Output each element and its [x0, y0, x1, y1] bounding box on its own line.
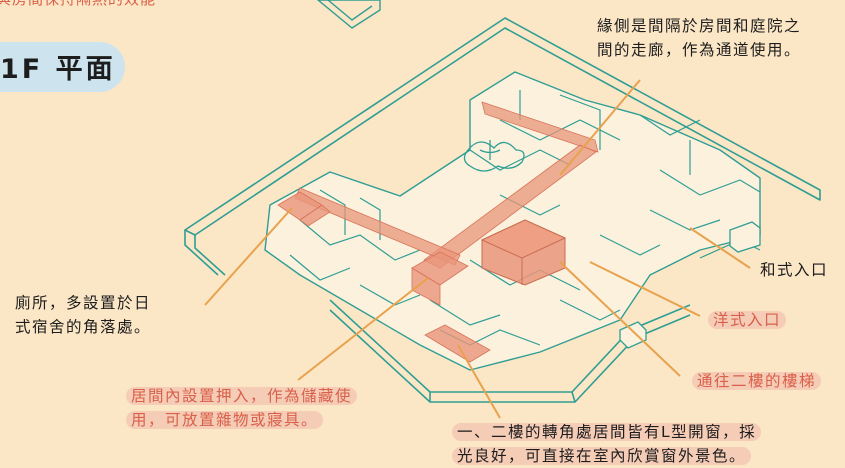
- caption-corner-room-line-2: 光良好，可直接在室內欣賞窗外景色。: [452, 447, 752, 465]
- caption-wa-entrance: 和式入口: [760, 258, 828, 282]
- site-wall: [184, 17, 821, 403]
- caption-toilet-line-2: 式宿舍的角落處。: [15, 318, 152, 336]
- caption-oshiire-line-2: 用，可放置雜物或寢具。: [126, 411, 324, 429]
- caption-stairs-text: 通往二樓的樓梯: [692, 372, 822, 390]
- engawa-corridor: [294, 101, 599, 269]
- garden-shrub: [463, 140, 525, 172]
- caption-yo-entrance-text: 洋式入口: [708, 311, 787, 329]
- caption-oshiire: 居間內設置押入，作為儲藏使 用，可放置雜物或寢具。: [126, 384, 358, 432]
- top-caption-fragment: 與房間保持隔熱的效能: [0, 0, 156, 9]
- page-title: 1F 平面: [0, 54, 116, 85]
- caption-yo-entrance: 洋式入口: [708, 308, 787, 332]
- caption-stairs: 通往二樓的樓梯: [692, 369, 822, 393]
- caption-corner-room-line-1: 一、二樓的轉角處居間皆有L型開窗，採: [452, 423, 762, 441]
- caption-toilet-line-1: 廁所，多設置於日: [15, 294, 152, 312]
- oshiire-closet: [411, 251, 469, 306]
- caption-engawa: 緣側是間隔於房間和庭院之 間的走廊，作為通道使用。: [597, 14, 801, 62]
- caption-toilet: 廁所，多設置於日 式宿舍的角落處。: [15, 291, 151, 339]
- leader-lines: [204, 79, 751, 419]
- corner-room-window: [424, 324, 491, 363]
- toilet-room: [277, 191, 331, 227]
- title-badge: [0, 42, 125, 92]
- caption-corner-room: 一、二樓的轉角處居間皆有L型開窗，採 光良好，可直接在室內欣賞窗外景色。: [452, 420, 762, 468]
- caption-oshiire-line-1: 居間內設置押入，作為儲藏使: [126, 387, 358, 405]
- staircase: [480, 219, 567, 286]
- caption-engawa-line-1: 緣側是間隔於房間和庭院之: [597, 17, 802, 35]
- top-building-fragment: [316, 0, 381, 29]
- caption-engawa-line-2: 間的走廊，作為通道使用。: [597, 41, 802, 59]
- house-footprint: [264, 71, 761, 371]
- caption-wa-entrance-text: 和式入口: [760, 261, 829, 279]
- entrance-porch: [619, 221, 761, 349]
- interior-walls: [289, 90, 761, 346]
